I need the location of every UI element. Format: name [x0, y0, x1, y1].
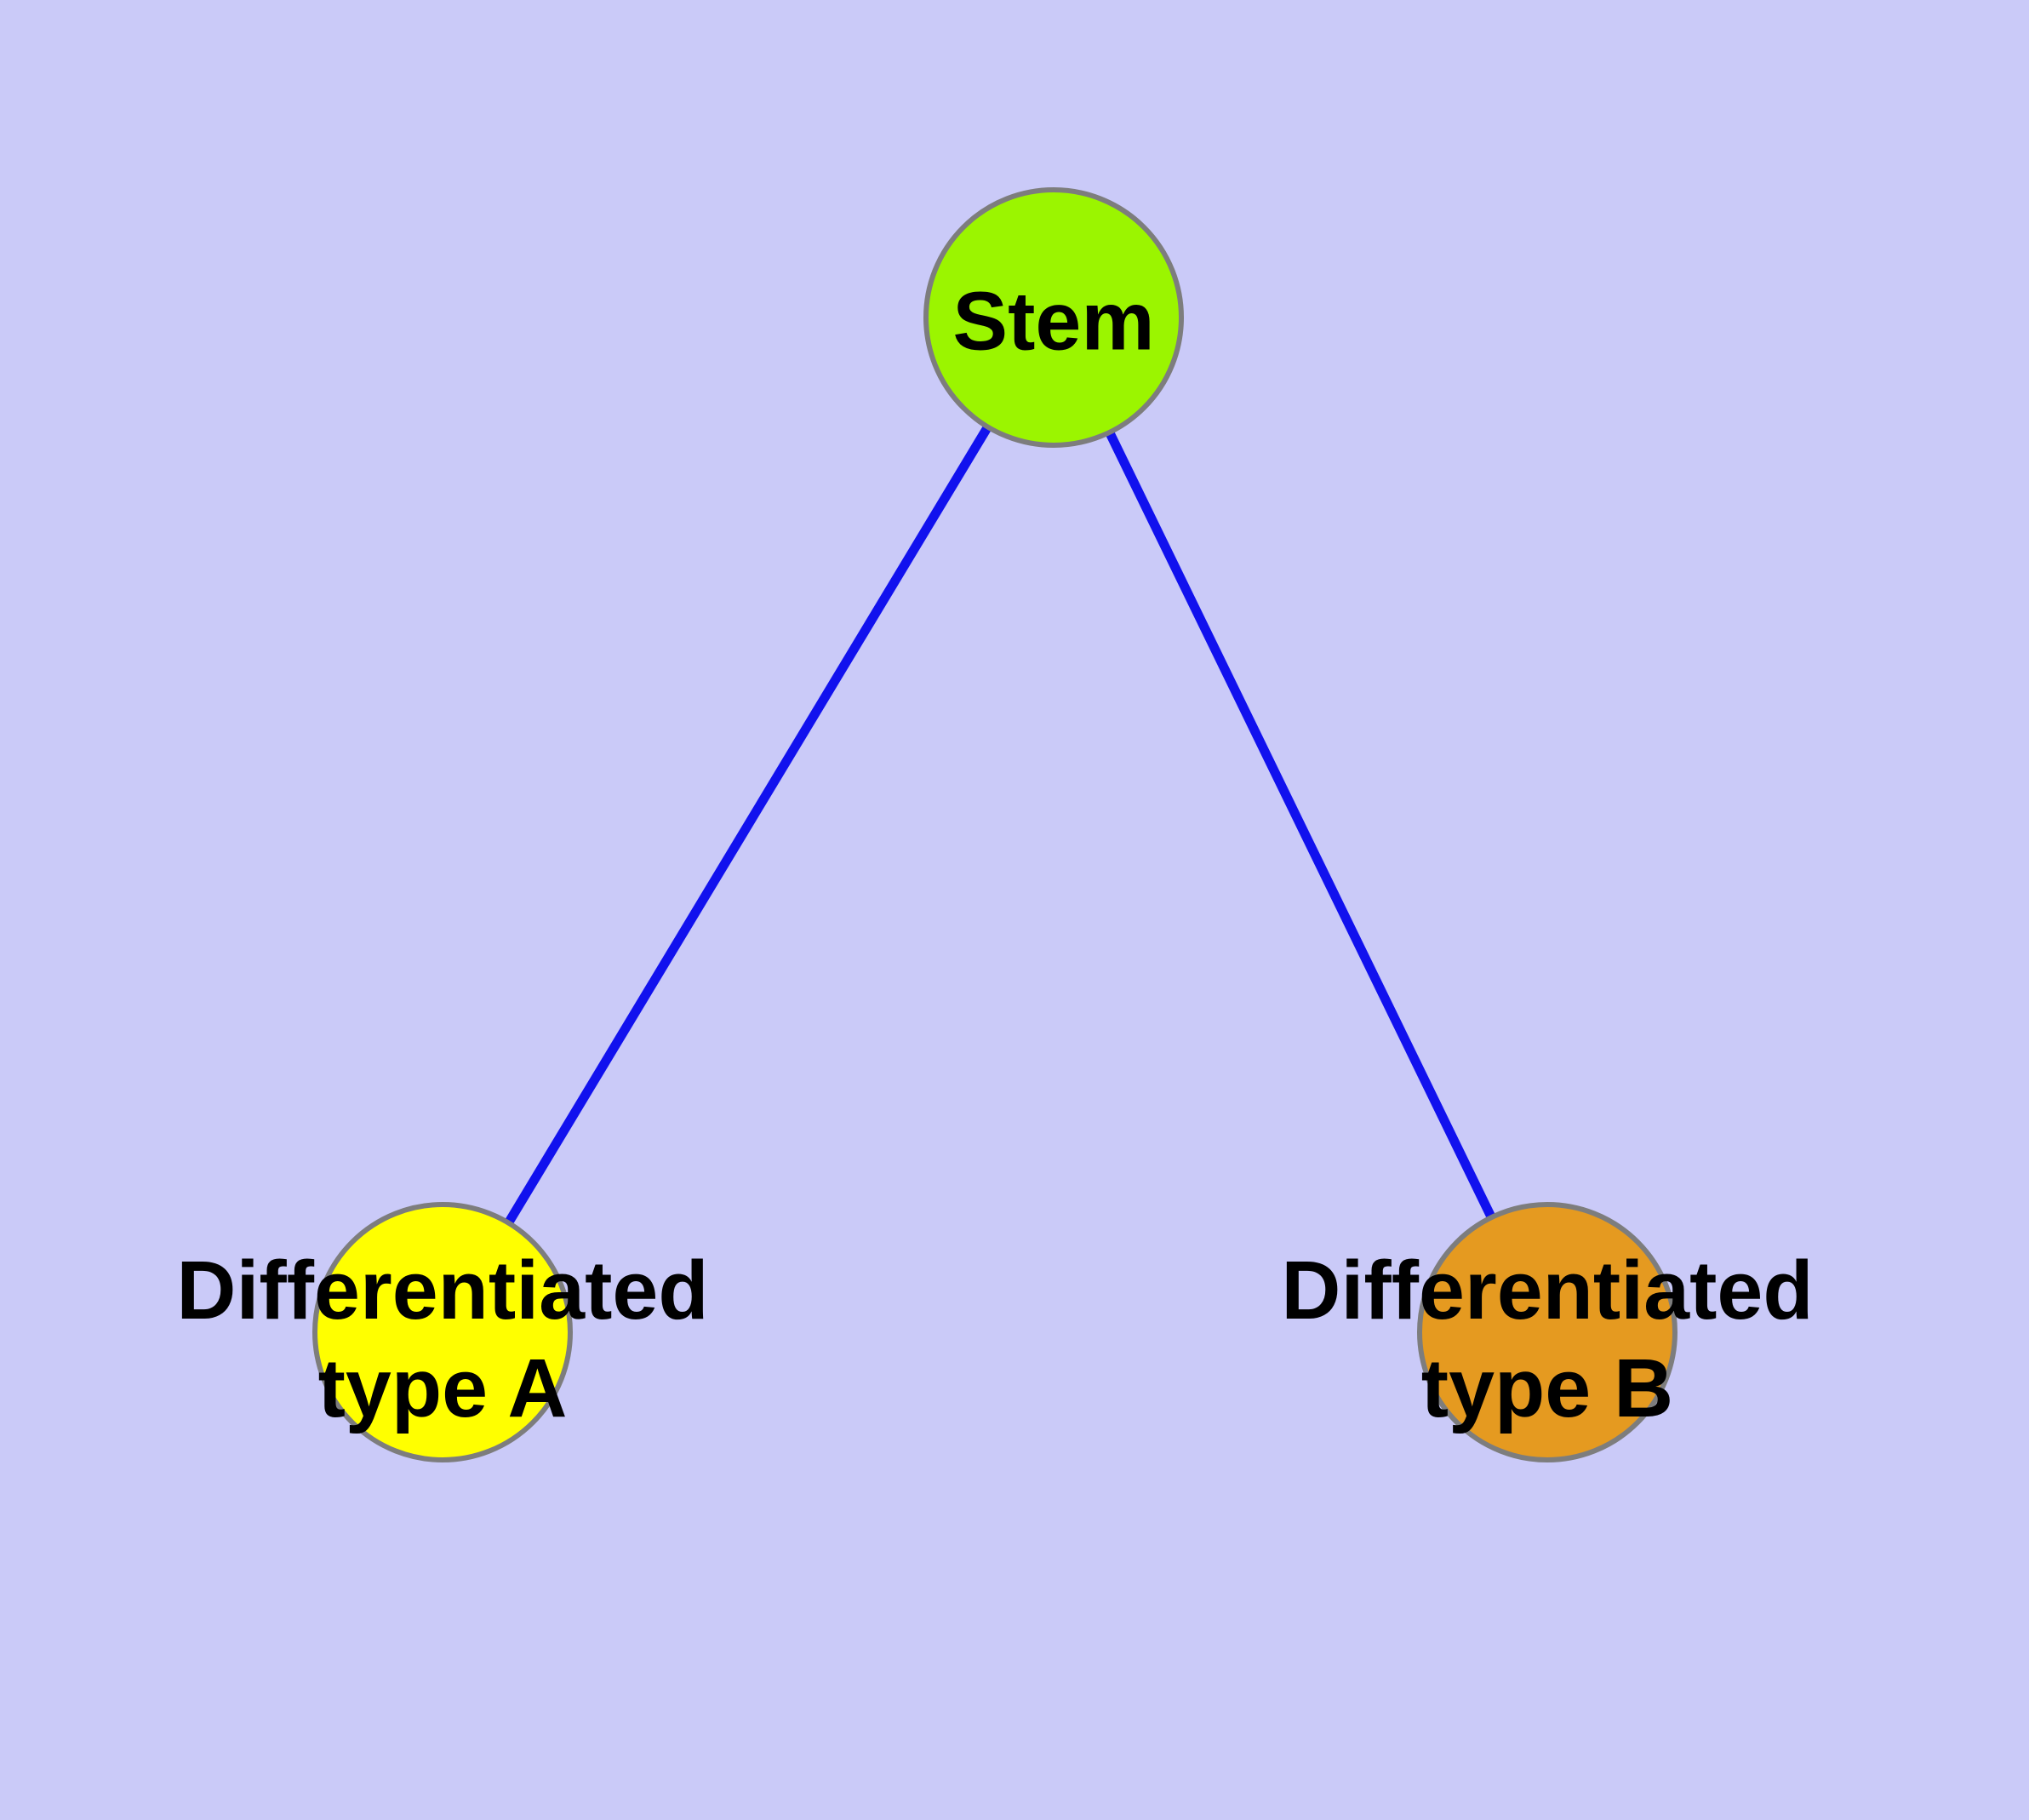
- edge-stem-to-type-b: [1106, 432, 1495, 1218]
- node-circle-type-a: [312, 1202, 573, 1462]
- node-circle-type-b: [1417, 1202, 1677, 1462]
- node-circle-stem: [923, 187, 1184, 448]
- edge-stem-to-type-a: [505, 426, 992, 1224]
